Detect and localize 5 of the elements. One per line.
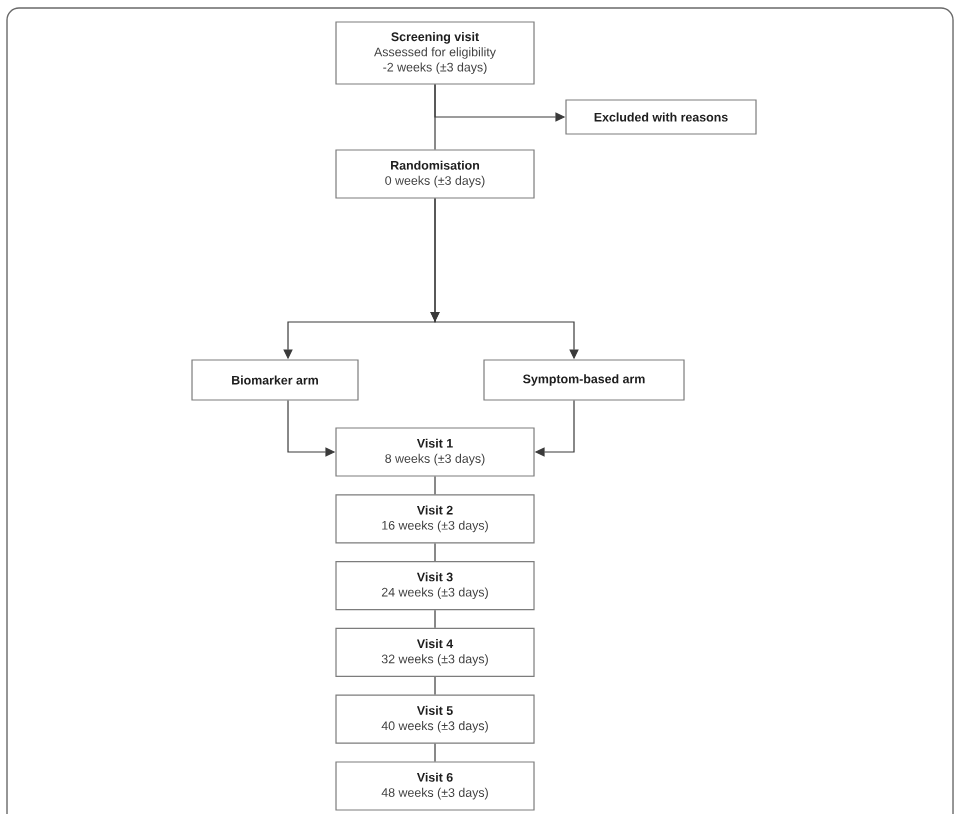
connector-line	[434, 542, 436, 562]
connector-line	[434, 676, 436, 696]
connector-line	[434, 476, 436, 495]
connector-line	[434, 743, 436, 762]
connector-line	[434, 609, 436, 629]
